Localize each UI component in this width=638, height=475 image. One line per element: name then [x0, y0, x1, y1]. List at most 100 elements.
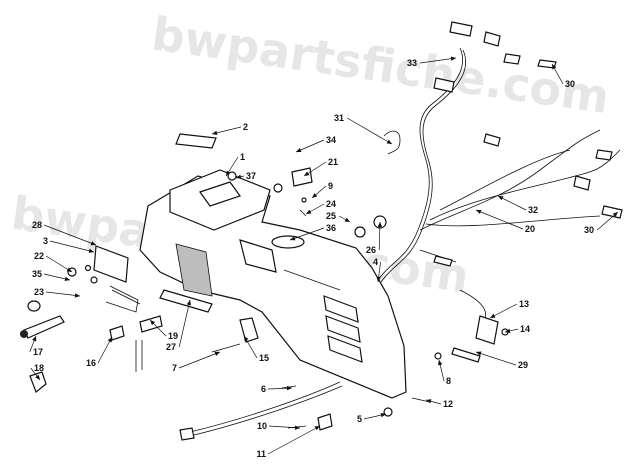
callout-number: 28	[32, 220, 42, 230]
callout-number: 9	[328, 181, 333, 191]
callout-leader-line	[268, 425, 301, 429]
callout-8: 8	[438, 359, 451, 386]
callout-number: 1	[240, 152, 245, 162]
callout-10: 10	[257, 421, 301, 431]
callout-number: 10	[257, 421, 267, 431]
callout-arrowhead	[426, 399, 432, 404]
callout-leader-line	[295, 139, 325, 153]
callout-arrowhead	[244, 336, 249, 342]
callout-arrowhead	[236, 174, 242, 179]
callout-number: 11	[256, 449, 266, 459]
callout-arrowhead	[450, 56, 456, 61]
callout-17: 17	[29, 335, 43, 357]
callout-arrowhead	[214, 351, 220, 356]
wiring-harness	[179, 21, 623, 441]
callout-36: 36	[289, 223, 336, 241]
callout-number: 34	[326, 135, 336, 145]
callout-arrowhead	[476, 209, 482, 214]
callout-30b: 30	[584, 211, 619, 235]
callout-arrowhead	[186, 300, 192, 306]
callout-leader-line	[497, 195, 527, 211]
callout-16: 16	[86, 336, 113, 368]
callout-number: 21	[328, 157, 338, 167]
callout-33: 33	[407, 56, 457, 68]
callout-number: 18	[34, 363, 44, 373]
callout-12: 12	[425, 399, 453, 409]
callout-number: 2	[243, 122, 248, 132]
callout-29: 29	[475, 351, 528, 370]
callout-number: 33	[407, 58, 417, 68]
callout-leader-line	[43, 224, 97, 246]
callout-15: 15	[243, 335, 269, 363]
callout-arrowhead	[286, 386, 292, 391]
callout-number: 19	[168, 331, 178, 341]
callout-arrowhead	[90, 241, 96, 246]
callout-6: 6	[261, 384, 293, 394]
callout-number: 30	[565, 79, 575, 89]
callout-number: 12	[443, 399, 453, 409]
callout-number: 32	[528, 205, 538, 215]
callout-arrowhead	[377, 222, 383, 228]
callout-20: 20	[475, 209, 535, 234]
callout-2: 2	[211, 122, 248, 135]
callout-arrowhead	[376, 276, 381, 282]
callout-number: 16	[86, 358, 96, 368]
callout-number: 5	[357, 414, 362, 424]
callout-7: 7	[172, 351, 221, 373]
callout-1: 1	[225, 152, 245, 177]
left-control-parts	[20, 245, 163, 393]
callout-leader-line	[178, 351, 221, 369]
callout-labels: 1234567891011121314151617181920212223242…	[29, 56, 619, 459]
callout-leader-line	[347, 117, 393, 145]
callout-number: 35	[32, 269, 42, 279]
dash-console-panel	[139, 169, 407, 399]
callout-arrowhead	[66, 267, 72, 272]
callout-number: 17	[33, 347, 43, 357]
callout-arrowhead	[296, 148, 302, 153]
callout-arrowhead	[304, 171, 310, 176]
callout-30: 30	[551, 63, 575, 89]
callout-arrowhead	[290, 236, 296, 241]
callout-35: 35	[32, 269, 71, 282]
callout-number: 26	[366, 245, 376, 255]
callout-28: 28	[32, 220, 97, 246]
callout-27: 27	[166, 299, 192, 352]
callout-14: 14	[504, 324, 530, 334]
callout-number: 37	[246, 171, 256, 181]
callout-number: 25	[326, 211, 336, 221]
callout-9: 9	[311, 181, 333, 199]
callout-number: 31	[334, 113, 344, 123]
callout-31: 31	[334, 113, 393, 145]
callout-number: 7	[172, 363, 177, 373]
callout-arrowhead	[498, 196, 504, 201]
callout-leader-line	[289, 227, 325, 241]
callout-32: 32	[497, 195, 538, 215]
callout-arrowhead	[64, 276, 70, 282]
callout-number: 13	[519, 299, 529, 309]
callout-leader-line	[475, 209, 524, 230]
callout-leader-line	[475, 351, 517, 366]
callout-arrowhead	[314, 426, 320, 431]
callout-number: 4	[373, 257, 378, 267]
callout-number: 3	[43, 236, 48, 246]
callout-19: 19	[149, 319, 178, 341]
callout-22: 22	[34, 251, 73, 273]
callout-37: 37	[235, 171, 256, 181]
callout-leader-line	[178, 299, 191, 348]
callout-34: 34	[295, 135, 336, 153]
callout-arrowhead	[32, 336, 37, 342]
callout-number: 36	[326, 223, 336, 233]
callout-21: 21	[303, 157, 338, 177]
callout-leader-line	[45, 255, 73, 273]
callout-number: 6	[261, 384, 266, 394]
callout-25: 25	[326, 211, 351, 223]
callout-number: 27	[166, 342, 176, 352]
callout-number: 24	[326, 199, 336, 209]
callout-number: 23	[34, 287, 44, 297]
callout-4: 4	[373, 257, 381, 283]
callout-18: 18	[30, 363, 44, 381]
callout-leader-line	[267, 425, 321, 455]
callout-arrowhead	[490, 313, 496, 318]
callout-leader-line	[420, 57, 457, 64]
callout-arrowhead	[294, 425, 300, 430]
